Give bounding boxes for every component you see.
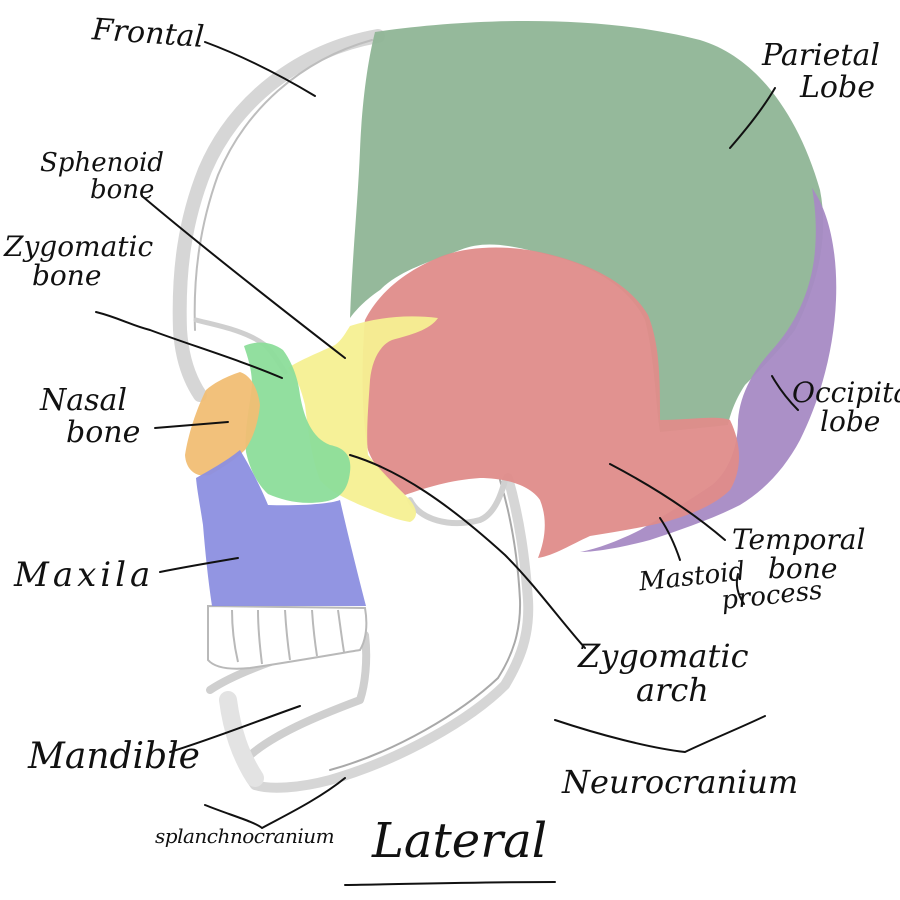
label-parietal-lobe: Parietal Lobe [762,40,880,103]
label-zygomatic-bone: Zygomatic bone [4,232,153,291]
label-occipital-line2: lobe [820,405,881,439]
maxilla-bone [196,450,366,606]
label-occipital-lobe: Occipital lobe [792,378,900,437]
label-mandible: Mandible [28,736,200,777]
tooth-divider-5 [337,609,345,653]
leader-nasal [154,421,229,429]
mandible-outline-inner [329,479,522,771]
label-zygomatic-arch-line1: Zygomatic [578,637,749,675]
tooth-divider-1 [231,609,239,663]
label-zygomatic-arch-line2: arch [636,670,709,709]
label-sphenoid-line1: Sphenoid [40,148,164,178]
label-splanchnocranium: splanchnocranium [155,824,335,848]
temporal-bone [362,247,739,558]
occipital-bone [580,188,837,552]
leader-mandible [169,705,301,753]
leader-maxilla [159,557,239,573]
label-temporal-line1: Temporal [732,523,866,556]
cranium-outline [172,29,385,402]
label-neurocranium: Neurocranium [562,763,799,801]
label-temporal-bone: Temporal bone [732,525,865,584]
leader-mastoid [659,517,681,561]
tooth-divider-3 [284,609,291,661]
label-zygomatic-line1: Zygomatic [4,230,154,263]
leader-frontal [204,41,316,97]
label-zygomatic-arch: Zygomatic arch [578,637,749,709]
underline-lateral [344,881,556,886]
leader-temporal [609,463,726,541]
nasal-bone [185,372,260,476]
leader-zygomatic [95,311,283,379]
label-nasal-bone: Nasal bone [40,385,140,448]
label-sphenoid-bone: Sphenoid bone [40,148,164,206]
label-zygomatic-line2: bone [32,259,102,293]
brace-splanchnocranium [204,777,346,829]
leader-zygomatic-arch [349,454,586,649]
teeth [207,604,368,670]
label-sphenoid-line2: bone [90,175,155,206]
zygomatic-bone [244,342,351,503]
label-lateral: Lateral [372,813,548,869]
label-nasal-line1: Nasal [40,383,128,418]
label-frontal: Frontal [90,12,206,55]
parietal-bone [350,20,824,432]
label-maxilla: Maxila [14,555,155,595]
brace-neurocranium [554,715,766,753]
label-parietal-line1: Parietal [762,38,880,73]
label-nasal-line2: bone [66,414,141,450]
leader-lines [95,41,799,886]
leader-occipital [771,375,799,411]
ramus-notch [407,477,508,526]
leader-sphenoid [141,195,346,359]
tooth-divider-4 [311,609,318,657]
cranium-outline-inner [193,39,373,331]
label-parietal-line2: Lobe [800,69,875,105]
label-occipital-line1: Occipital [792,376,900,409]
label-temporal-line2: bone [768,552,838,586]
chin-shadow [219,691,264,787]
leader-mastoid-2 [735,573,745,605]
leader-parietal [729,87,776,149]
tooth-divider-2 [257,609,263,665]
